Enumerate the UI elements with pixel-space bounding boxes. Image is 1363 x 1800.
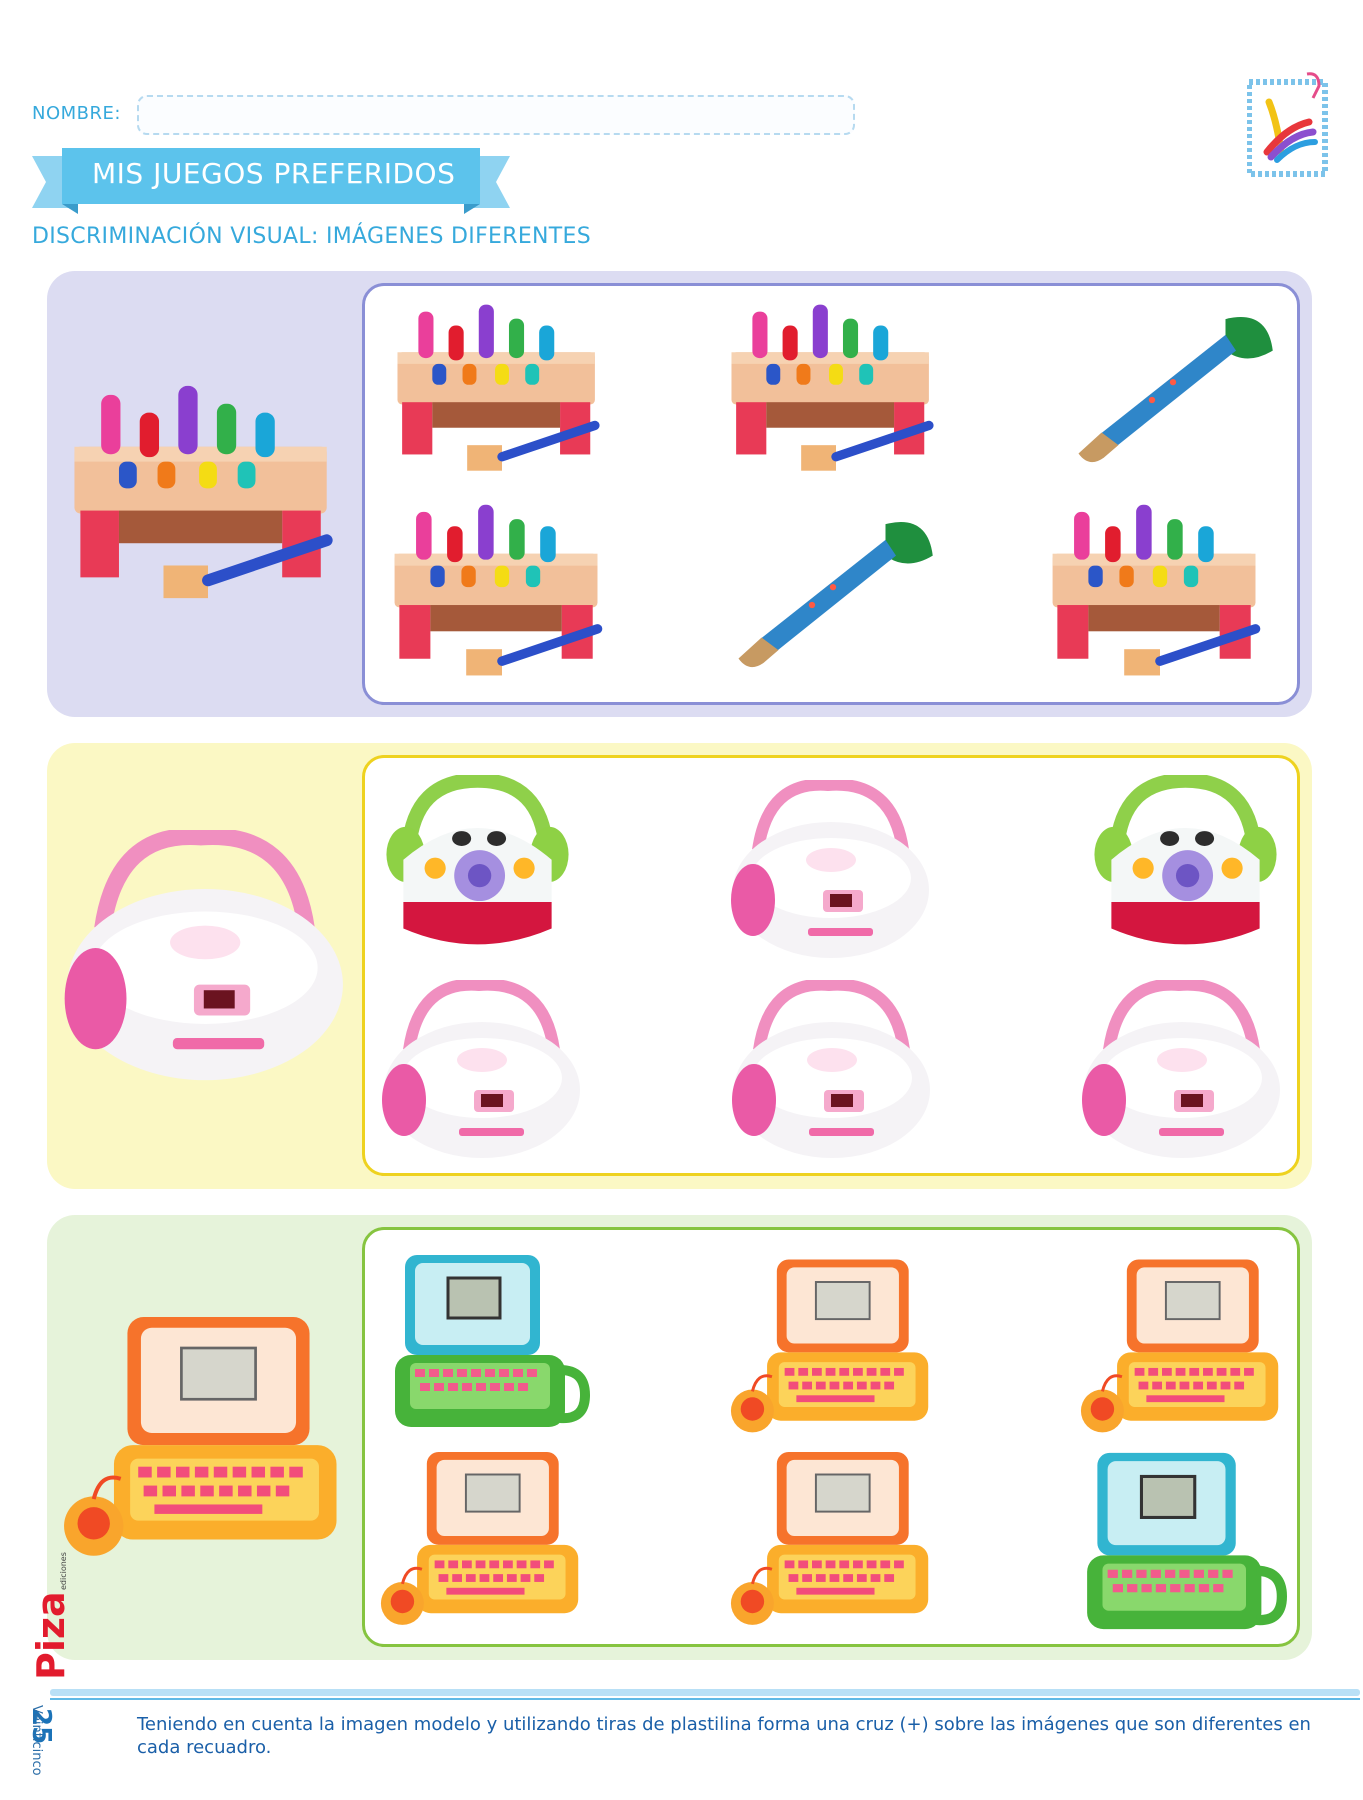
xylophone-bench-icon[interactable] — [382, 500, 622, 685]
xylophone-bench-icon — [58, 380, 358, 610]
footer-divider — [50, 1689, 1360, 1696]
footer-divider-thin — [50, 1698, 1360, 1700]
clipboard-logo-icon — [1247, 72, 1328, 177]
xylophone-bench-icon[interactable] — [716, 300, 956, 480]
publisher-logo-icon: Piza ediciones — [29, 1552, 68, 1680]
page-subtitle: DISCRIMINACIÓN VISUAL: IMÁGENES DIFERENT… — [32, 224, 591, 249]
name-label: NOMBRE: — [32, 103, 121, 124]
green-laptop-icon[interactable] — [390, 1245, 590, 1435]
green-laptop-icon[interactable] — [1082, 1445, 1287, 1635]
orange-laptop-icon — [60, 1295, 350, 1575]
toy-radio-icon[interactable] — [380, 775, 575, 955]
svg-text:ediciones: ediciones — [59, 1552, 68, 1590]
orange-laptop-icon[interactable] — [728, 1250, 938, 1440]
cd-player-icon[interactable] — [378, 980, 590, 1165]
trumpet-icon[interactable] — [728, 505, 938, 685]
orange-laptop-icon[interactable] — [378, 1440, 588, 1635]
toy-radio-icon[interactable] — [1088, 775, 1283, 955]
page-number-word: Veinticinco — [29, 1705, 44, 1776]
trumpet-icon[interactable] — [1068, 300, 1278, 480]
orange-laptop-icon[interactable] — [1078, 1250, 1288, 1440]
xylophone-bench-icon[interactable] — [1040, 500, 1280, 685]
page-title: MIS JUEGOS PREFERIDOS — [92, 157, 456, 190]
name-field[interactable] — [137, 95, 855, 135]
cd-player-icon[interactable] — [728, 980, 940, 1165]
xylophone-bench-icon[interactable] — [382, 300, 622, 480]
title-ribbon — [32, 148, 510, 214]
cd-player-icon[interactable] — [728, 780, 938, 965]
instruction-text: Teniendo en cuenta la imagen modelo y ut… — [137, 1714, 1311, 1758]
cd-player-icon[interactable] — [1078, 980, 1290, 1165]
cd-player-icon — [58, 830, 358, 1090]
orange-laptop-icon[interactable] — [728, 1440, 938, 1635]
svg-text:Piza: Piza — [29, 1591, 68, 1680]
